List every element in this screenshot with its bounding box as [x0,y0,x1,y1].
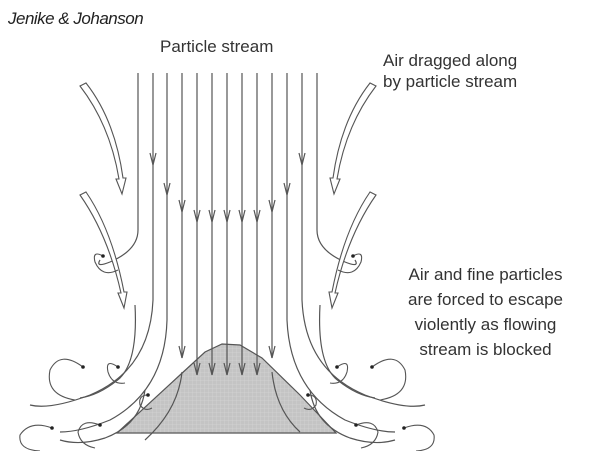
arrowheads [149,152,306,376]
air-escape-line-2: are forced to escape [408,290,563,309]
vortex-curl [337,253,363,274]
stream-line [29,73,154,407]
stream-line [271,73,301,433]
arrowhead [268,199,276,213]
stream-line [318,304,376,399]
arrowhead [208,209,216,223]
arrowhead [283,182,291,196]
arrowhead [253,362,261,376]
arrowhead [163,182,171,196]
stream-line [79,304,137,399]
stream-line [316,73,357,266]
particle-dot [50,426,54,430]
particle-stream-lines [29,73,426,444]
vortex-curl [329,362,349,384]
air-escape-line-1: Air and fine particles [408,265,563,284]
stream-line [309,389,396,444]
air-escape-label: Air and fine particles are forced to esc… [383,262,588,362]
particle-dot [146,393,150,397]
vortex-curl [371,358,407,401]
particle-dot [335,365,339,369]
particle-dot [354,423,358,427]
vortex-curl [77,422,101,449]
air-escape-line-4: stream is blocked [419,340,552,359]
particle-dot [306,393,310,397]
arrowhead [178,199,186,213]
particle-dot [370,365,374,369]
arrowhead [149,152,157,166]
stream-line [59,73,168,433]
particle-stream-label: Particle stream [160,37,274,56]
hollow-arrow [328,191,377,310]
arrowhead [223,209,231,223]
credit-label: Jenike & Johanson [8,9,144,28]
stream-line [144,73,183,441]
vortex-curls [19,253,435,451]
arrowhead [178,345,186,359]
hollow-arrow [79,191,128,310]
vortex-curl [139,394,153,411]
vortex-curl [93,253,119,274]
vortex-curl [403,424,435,451]
arrowhead [298,152,306,166]
stream-line [59,389,146,444]
stream-line [286,73,396,433]
particle-dot [402,426,406,430]
vortex-curl [303,394,317,411]
particle-dot [98,423,102,427]
arrowhead [193,362,201,376]
particle-dot [351,254,355,258]
vortex-curl [355,422,379,449]
particle-dot [116,365,120,369]
stream-line [301,73,426,407]
arrowhead [238,362,246,376]
arrowhead [208,362,216,376]
air-drag-arrows [79,82,377,310]
stream-line [98,73,139,266]
vortex-curl [48,358,84,401]
vortex-curl [106,362,126,384]
hollow-arrow [329,82,377,196]
arrowhead [253,209,261,223]
arrowhead [238,209,246,223]
air-dragged-line-1: Air dragged along [383,51,518,70]
vortex-curl [19,424,53,451]
hollow-arrow [79,82,127,196]
air-dragged-line-2: by particle stream [383,72,518,91]
arrowhead [193,209,201,223]
air-escape-line-3: violently as flowing [414,315,557,334]
particle-dot [101,254,105,258]
air-dragged-label: Air dragged along by particle stream [383,50,517,92]
arrowhead [223,362,231,376]
particle-dot [81,365,85,369]
arrowhead [268,345,276,359]
